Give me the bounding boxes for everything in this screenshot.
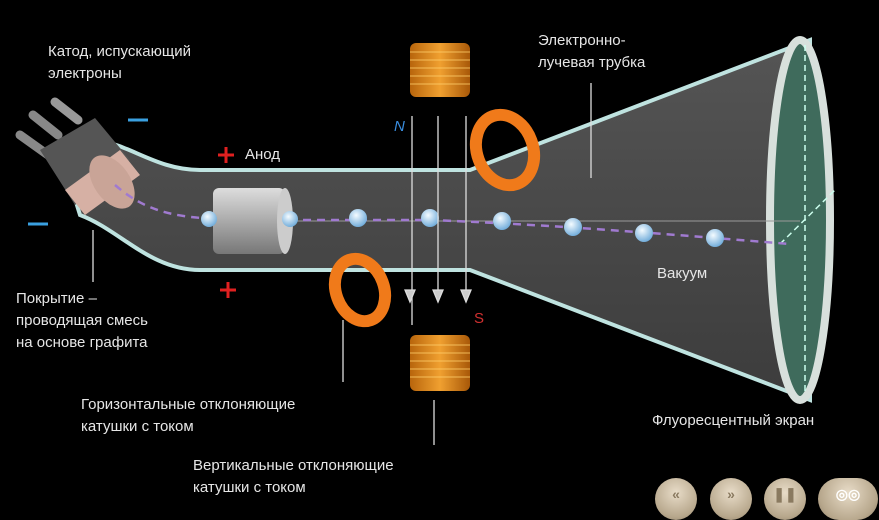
label-screen: Флуоресцентный экран xyxy=(652,412,815,429)
label-vacuum: Вакуум xyxy=(657,265,708,282)
electrons xyxy=(201,209,724,247)
forward-button[interactable]: » xyxy=(710,478,752,520)
label-pole-north: N xyxy=(394,118,405,135)
cathode xyxy=(15,97,140,215)
forward-icon: » xyxy=(727,486,735,502)
pause-button[interactable]: ❚❚ xyxy=(764,478,806,520)
crt-diagram xyxy=(15,36,836,445)
horizontal-coil-top xyxy=(469,108,541,192)
magnetic-field-lines xyxy=(404,116,472,325)
label-anode: Анод xyxy=(245,146,281,163)
vertical-coil-top xyxy=(410,43,470,97)
pause-icon: ❚❚ xyxy=(773,486,797,502)
label-tube: Электронно-лучевая трубка xyxy=(538,32,646,71)
polarity-signs xyxy=(28,118,236,298)
anode xyxy=(213,188,293,254)
captions-icon: ◎◎ xyxy=(835,486,861,502)
captions-button[interactable]: ◎◎ xyxy=(818,478,878,520)
horizontal-coil-bottom xyxy=(328,252,392,328)
label-pole-south: S xyxy=(474,310,485,327)
vertical-coil-bottom xyxy=(410,335,470,391)
rewind-button[interactable]: « xyxy=(655,478,697,520)
fluorescent-screen xyxy=(766,36,834,404)
rewind-icon: « xyxy=(672,486,680,502)
